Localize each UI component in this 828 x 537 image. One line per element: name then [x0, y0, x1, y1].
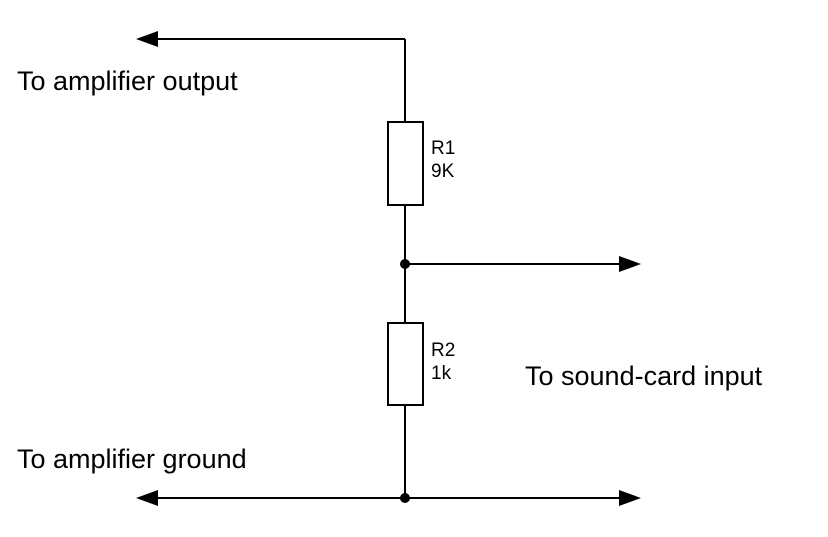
junction-dot-ground: [400, 493, 410, 503]
r1-value-label: 9K: [431, 161, 455, 182]
arrow-ground-left: [136, 490, 158, 506]
resistor-r2: [387, 322, 424, 406]
arrow-soundcard-right: [619, 256, 641, 272]
wires: [157, 38, 620, 499]
arrow-ground-right: [619, 490, 641, 506]
junction-dot-mid: [400, 259, 410, 269]
arrow-output-left: [136, 31, 158, 47]
arrows: [136, 31, 641, 506]
amp-output-label: To amplifier output: [17, 66, 238, 96]
r1-ref-label: R1: [431, 138, 455, 159]
r2-value-label: 1k: [431, 363, 452, 384]
r2-ref-label: R2: [431, 340, 455, 361]
soundcard-label: To sound-card input: [525, 361, 763, 391]
resistor-r1: [387, 121, 424, 206]
amp-ground-label: To amplifier ground: [17, 444, 247, 474]
